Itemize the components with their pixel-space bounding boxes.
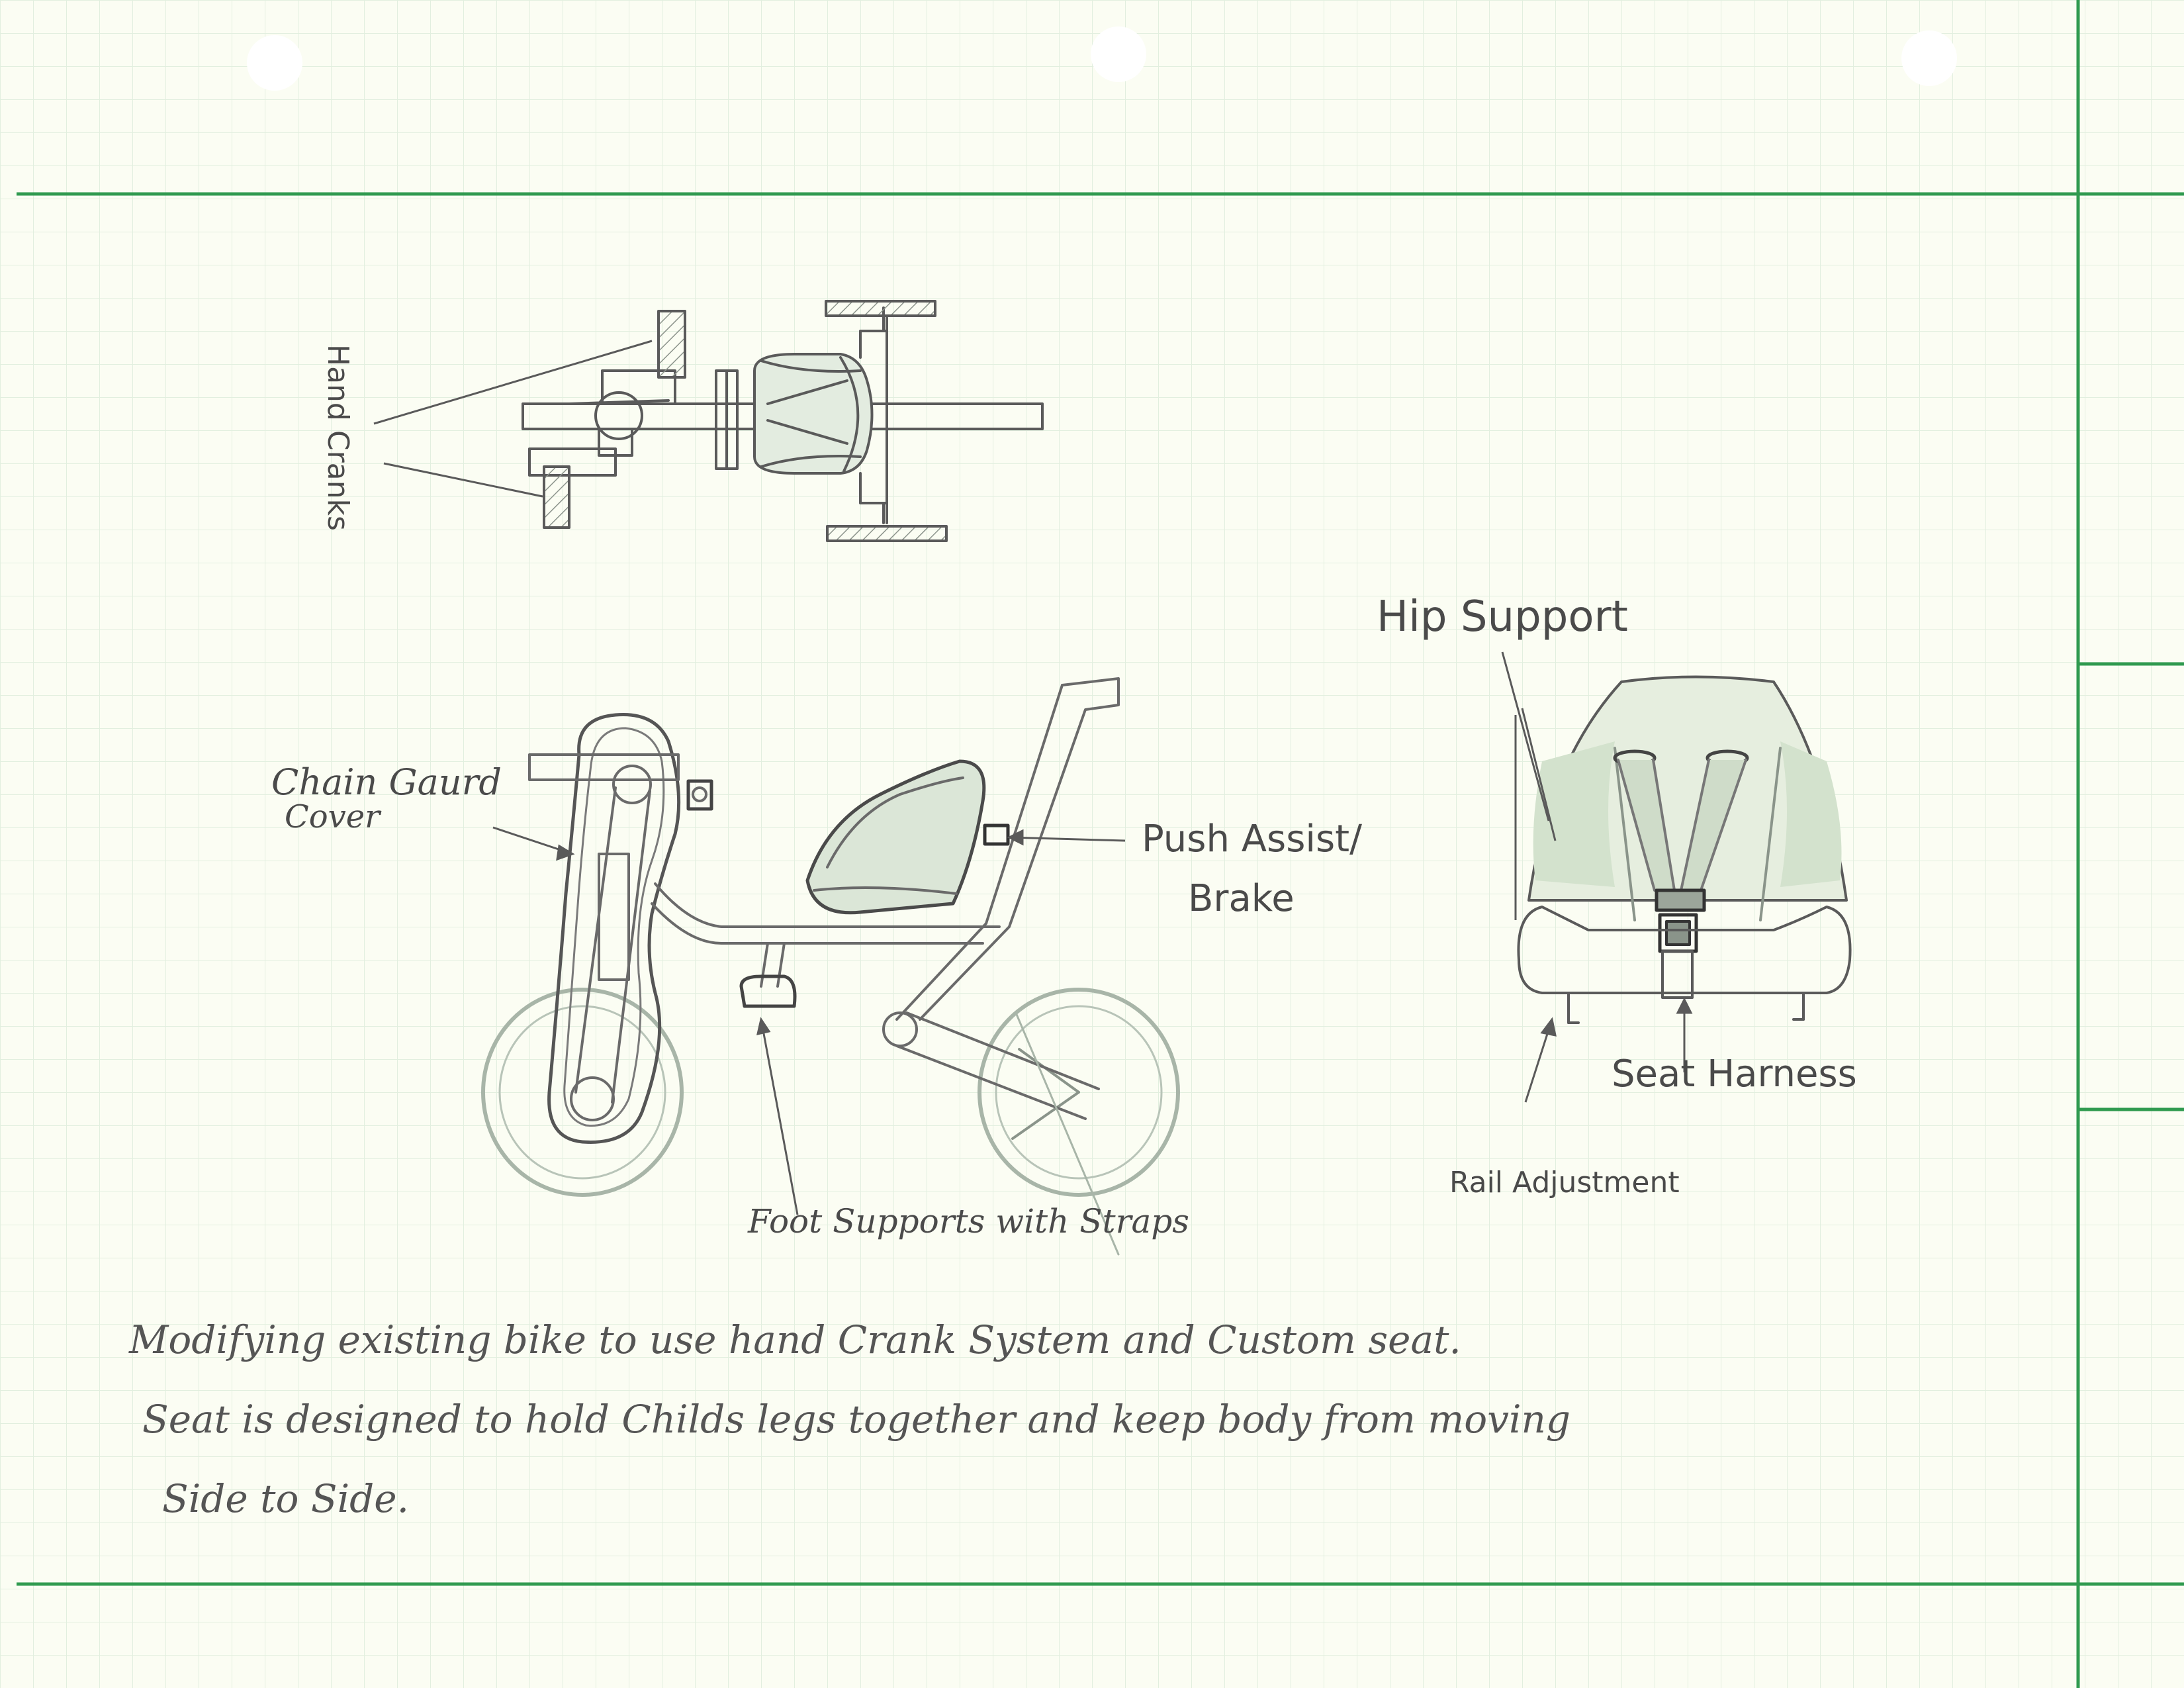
foot-supports-label: Foot Supports with Straps [748, 1205, 1189, 1238]
notes-line-1: Modifying existing bike to use hand Cran… [129, 1321, 1461, 1359]
chain-guard-label-line2: Cover [285, 801, 380, 833]
binder-hole [1091, 26, 1146, 82]
seat-harness-label: Seat Harness [1612, 1056, 1857, 1093]
notes-line-3: Side to Side. [162, 1479, 409, 1518]
notes-line-2: Seat is designed to hold Childs legs tog… [142, 1400, 1570, 1438]
hip-support-label: Hip Support [1377, 596, 1628, 638]
rail-adjustment-label: Rail Adjustment [1449, 1168, 1680, 1197]
push-assist-label-line2: Brake [1188, 880, 1295, 917]
chain-guard-label-line1: Chain Gaurd [271, 765, 502, 800]
binder-hole [247, 35, 302, 91]
push-assist-label-line1: Push Assist/ [1142, 821, 1362, 858]
hand-cranks-label: Hand Cranks [323, 344, 352, 531]
binder-hole [1901, 30, 1957, 86]
